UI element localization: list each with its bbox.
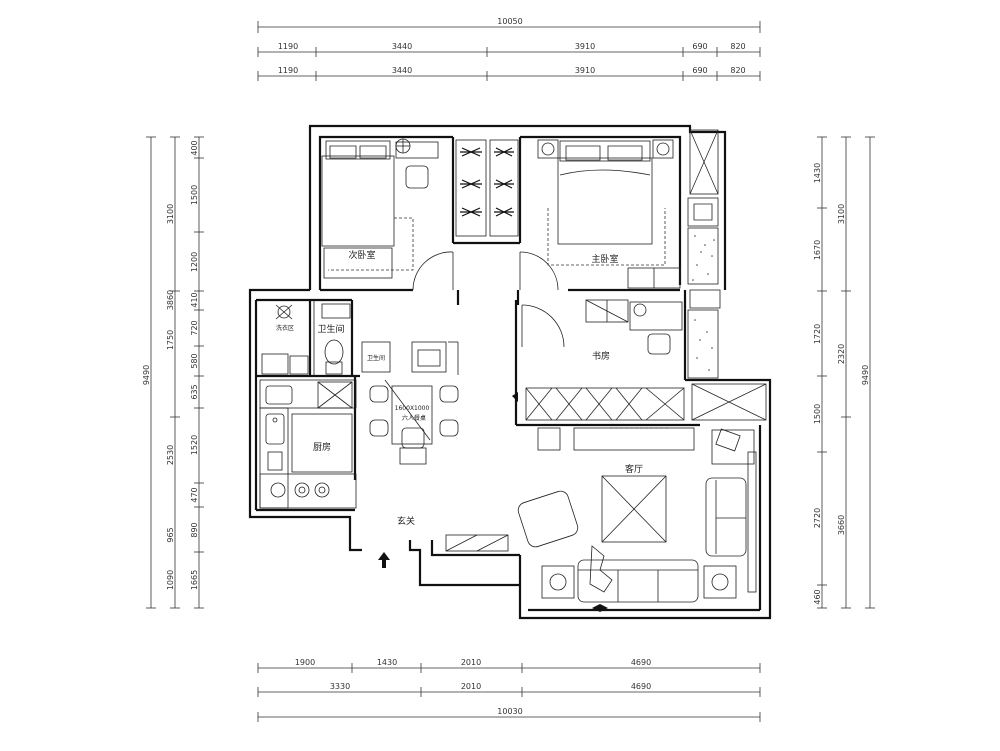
top-row2-dim: 3440 xyxy=(392,66,412,75)
left-mid2-dim: 1090 xyxy=(166,570,175,590)
bottom-row1-dim: 4690 xyxy=(631,658,651,667)
entry-arrow-icon xyxy=(378,552,390,568)
dining-area: 卫生间 1600X1000 六人餐桌 xyxy=(361,341,459,465)
left-detail-dim: 580 xyxy=(190,353,199,368)
master-bedroom: 主卧室 xyxy=(519,139,681,291)
wc-mini-label: 卫生间 xyxy=(367,354,385,362)
left-mid-dim: 2530 xyxy=(166,445,175,465)
master-bedroom-label: 主卧室 xyxy=(591,253,618,265)
right-detail-dim: 1430 xyxy=(813,163,822,183)
second-bedroom-label: 次卧室 xyxy=(348,249,375,261)
top-row1-dim: 3440 xyxy=(392,42,412,51)
right-detail-dim: 1500 xyxy=(813,404,822,424)
bottom-dimensions: 1900 1430 2010 4690 3330 2010 4690 10030 xyxy=(257,658,761,722)
right-detail-dim: 1670 xyxy=(813,240,822,260)
left-detail-dim: 1500 xyxy=(190,185,199,205)
laundry-label: 洗衣区 xyxy=(276,324,294,332)
left-mid2-dim: 965 xyxy=(166,527,175,542)
right-mid-dim: 2320 xyxy=(837,344,846,364)
left-detail-dim: 890 xyxy=(190,522,199,537)
study-label: 书房 xyxy=(592,350,610,362)
dining-size-label: 1600X1000 xyxy=(395,405,430,412)
bottom-row2-dim: 4690 xyxy=(631,682,651,691)
right-detail-dim: 1720 xyxy=(813,324,822,344)
top-row2-dim: 820 xyxy=(730,66,745,75)
left-total-dim: 9490 xyxy=(142,365,151,385)
study: 书房 xyxy=(512,299,685,421)
left-detail-dim: 400 xyxy=(190,140,199,155)
left-detail-dim: 1520 xyxy=(190,435,199,455)
bottom-row1-dim: 2010 xyxy=(461,658,481,667)
left-mid-dim: 3100 xyxy=(166,204,175,224)
left-detail-dim: 635 xyxy=(190,384,199,399)
top-row1-dim: 820 xyxy=(730,42,745,51)
left-detail-dim: 470 xyxy=(190,487,199,502)
top-row1-dim: 690 xyxy=(692,42,707,51)
entrance: 玄关 xyxy=(378,515,509,568)
walls xyxy=(248,124,772,620)
top-row1-ticks xyxy=(257,47,761,57)
balcony-strip xyxy=(687,129,767,421)
left-detail-dim: 410 xyxy=(190,292,199,307)
left-detail-dim: 1200 xyxy=(190,252,199,272)
left-mid-dim: 3860 xyxy=(166,290,175,310)
top-row2-dim: 3910 xyxy=(575,66,595,75)
bottom-row1-dim: 1900 xyxy=(295,658,315,667)
left-mid2-dim: 1750 xyxy=(166,330,175,350)
living-label: 客厅 xyxy=(625,463,643,475)
top-row2-dim: 1190 xyxy=(278,66,298,75)
kitchen-label: 厨房 xyxy=(313,441,331,453)
top-row1-dim: 1190 xyxy=(278,42,298,51)
bathroom-label: 卫生间 xyxy=(317,323,344,335)
kitchen: 厨房 xyxy=(259,379,357,509)
left-dimensions: 9490 3100 2530 3860 1750 965 1090 400 15… xyxy=(142,136,204,609)
entrance-label: 玄关 xyxy=(397,515,415,527)
bottom-total-dim: 10030 xyxy=(497,707,522,716)
right-mid-dim: 3100 xyxy=(837,204,846,224)
bottom-row2-dim: 3330 xyxy=(330,682,350,691)
bottom-row1-dim: 1430 xyxy=(377,658,397,667)
right-total-dim: 9490 xyxy=(861,365,870,385)
second-bedroom: 次卧室 xyxy=(321,138,454,291)
left-detail-dim: 1665 xyxy=(190,570,199,590)
top-total-dim: 10050 xyxy=(497,17,522,26)
top-dimensions: 10050 1190 3440 3910 690 820 1190 3440 3… xyxy=(257,17,761,81)
wardrobes xyxy=(455,139,519,237)
right-detail-dim: 460 xyxy=(813,589,822,604)
right-detail-dim: 2720 xyxy=(813,508,822,528)
bathroom: 洗衣区 卫生间 xyxy=(261,300,351,376)
bottom-row2-dim: 2010 xyxy=(461,682,481,691)
left-detail-dim: 720 xyxy=(190,320,199,335)
right-mid-dim: 3660 xyxy=(837,515,846,535)
top-row1-dim: 3910 xyxy=(575,42,595,51)
living-room: 客厅 xyxy=(517,427,757,612)
top-row2-dim: 690 xyxy=(692,66,707,75)
right-dimensions: 1430 1670 1720 1500 2720 460 3100 2320 3… xyxy=(813,136,875,609)
